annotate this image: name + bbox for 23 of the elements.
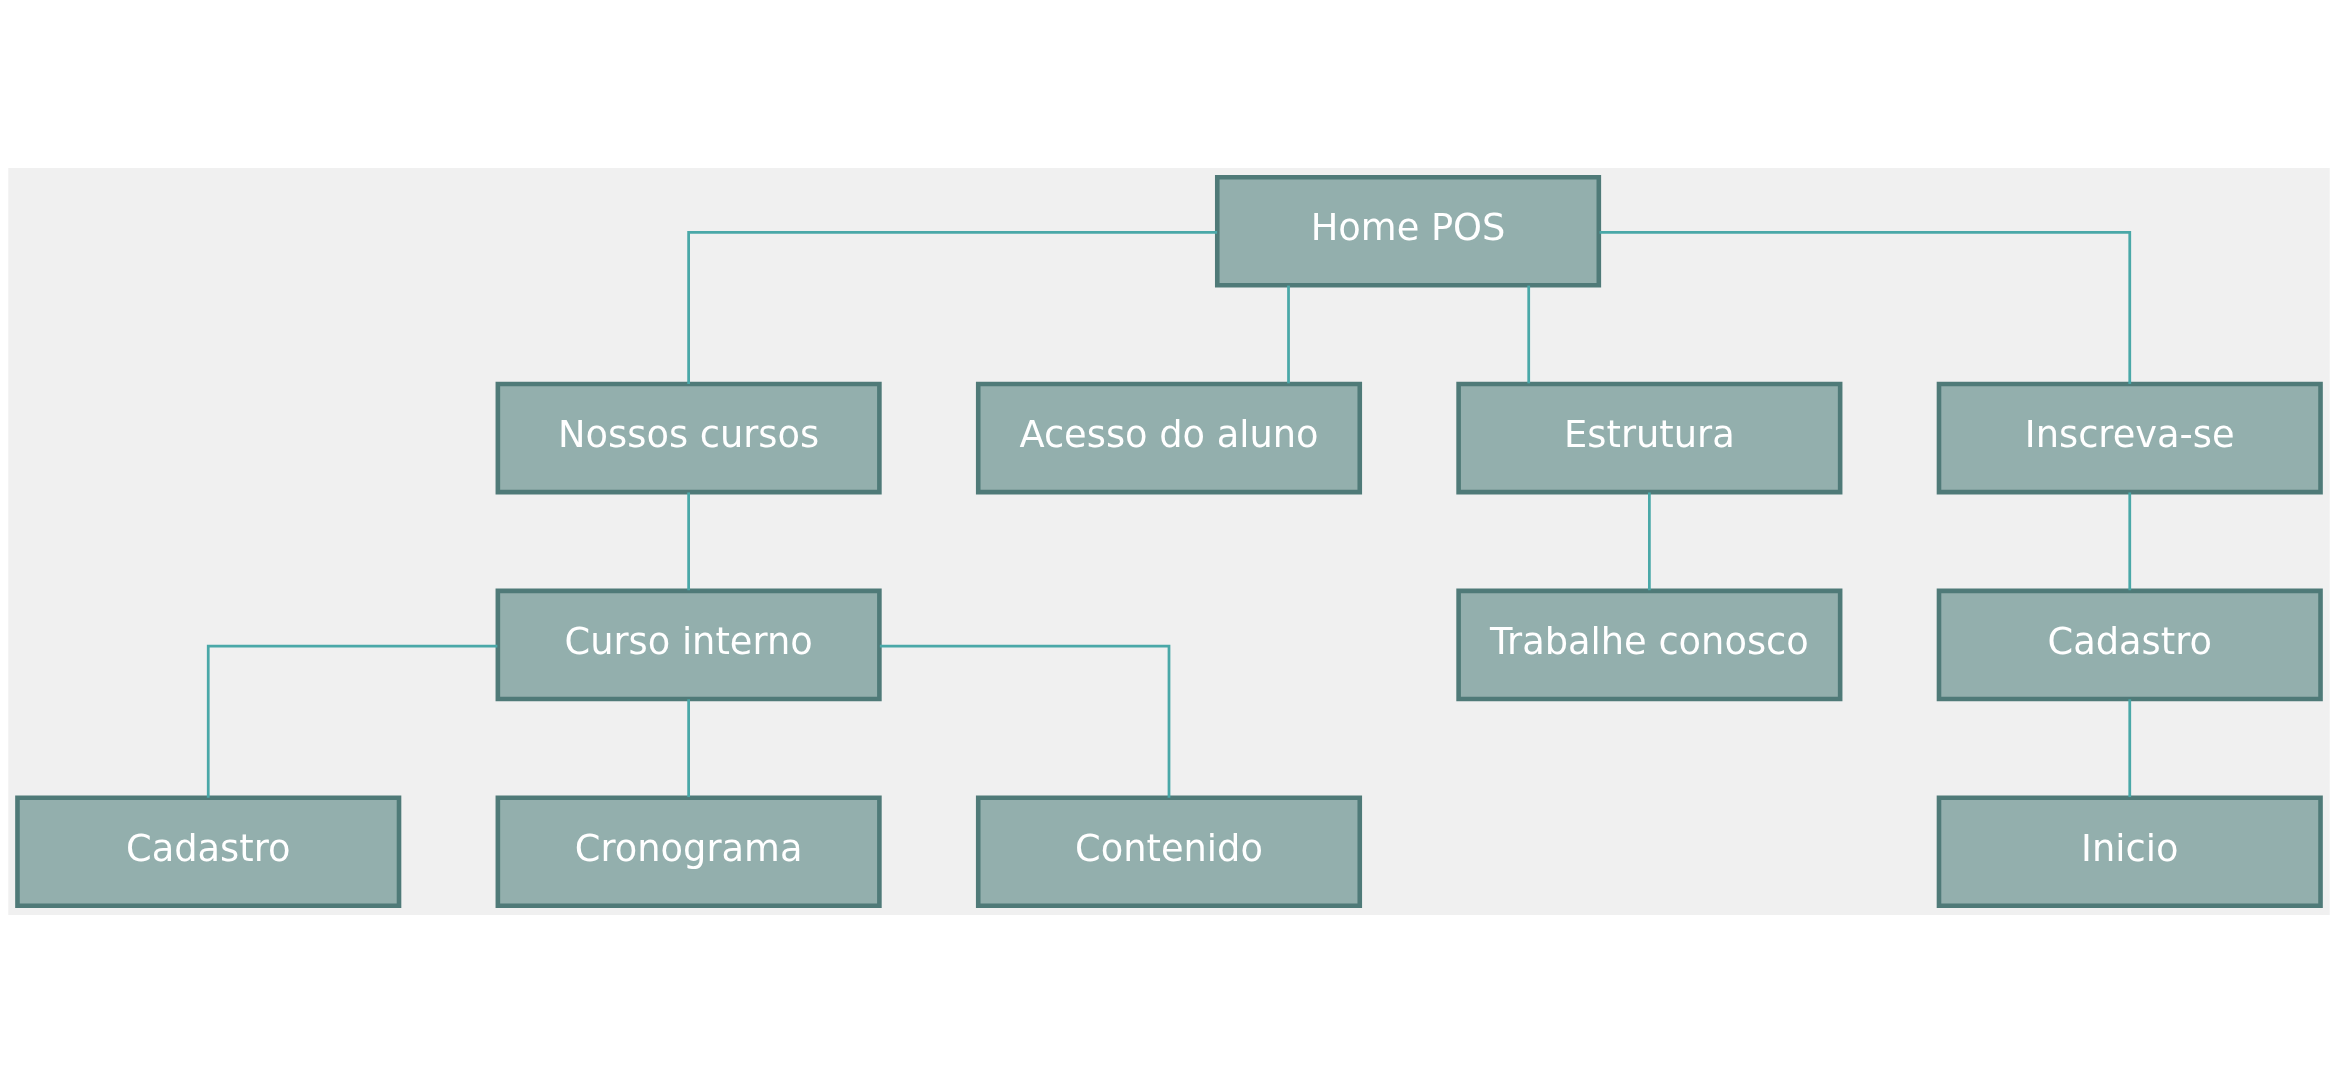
node-box: Trabalhe conosco xyxy=(1456,588,1843,701)
connector xyxy=(687,491,690,590)
connector xyxy=(2128,698,2132,797)
connector xyxy=(1527,285,1531,383)
connector xyxy=(687,230,1218,384)
node-box: Cadastro xyxy=(1936,588,2323,701)
connector xyxy=(879,644,1171,798)
connector xyxy=(687,698,690,797)
node-box: Cadastro xyxy=(15,795,402,908)
node-box: Acesso do aluno xyxy=(975,381,1363,494)
node-box: Nossos cursos xyxy=(495,381,882,494)
node-box: Cronograma xyxy=(495,795,882,908)
node-box: Inscreva-se xyxy=(1936,381,2323,494)
connector xyxy=(1599,230,2132,384)
connector xyxy=(1648,491,1651,590)
connector xyxy=(1287,285,1290,383)
node-box: Estrutura xyxy=(1456,381,1843,494)
node-box: Curso interno xyxy=(495,588,882,701)
node-box: Contenido xyxy=(975,795,1363,908)
connector xyxy=(2128,491,2132,590)
connector xyxy=(206,644,498,798)
node-box: Home POS xyxy=(1214,174,1602,288)
node-box: Inicio xyxy=(1936,795,2323,908)
